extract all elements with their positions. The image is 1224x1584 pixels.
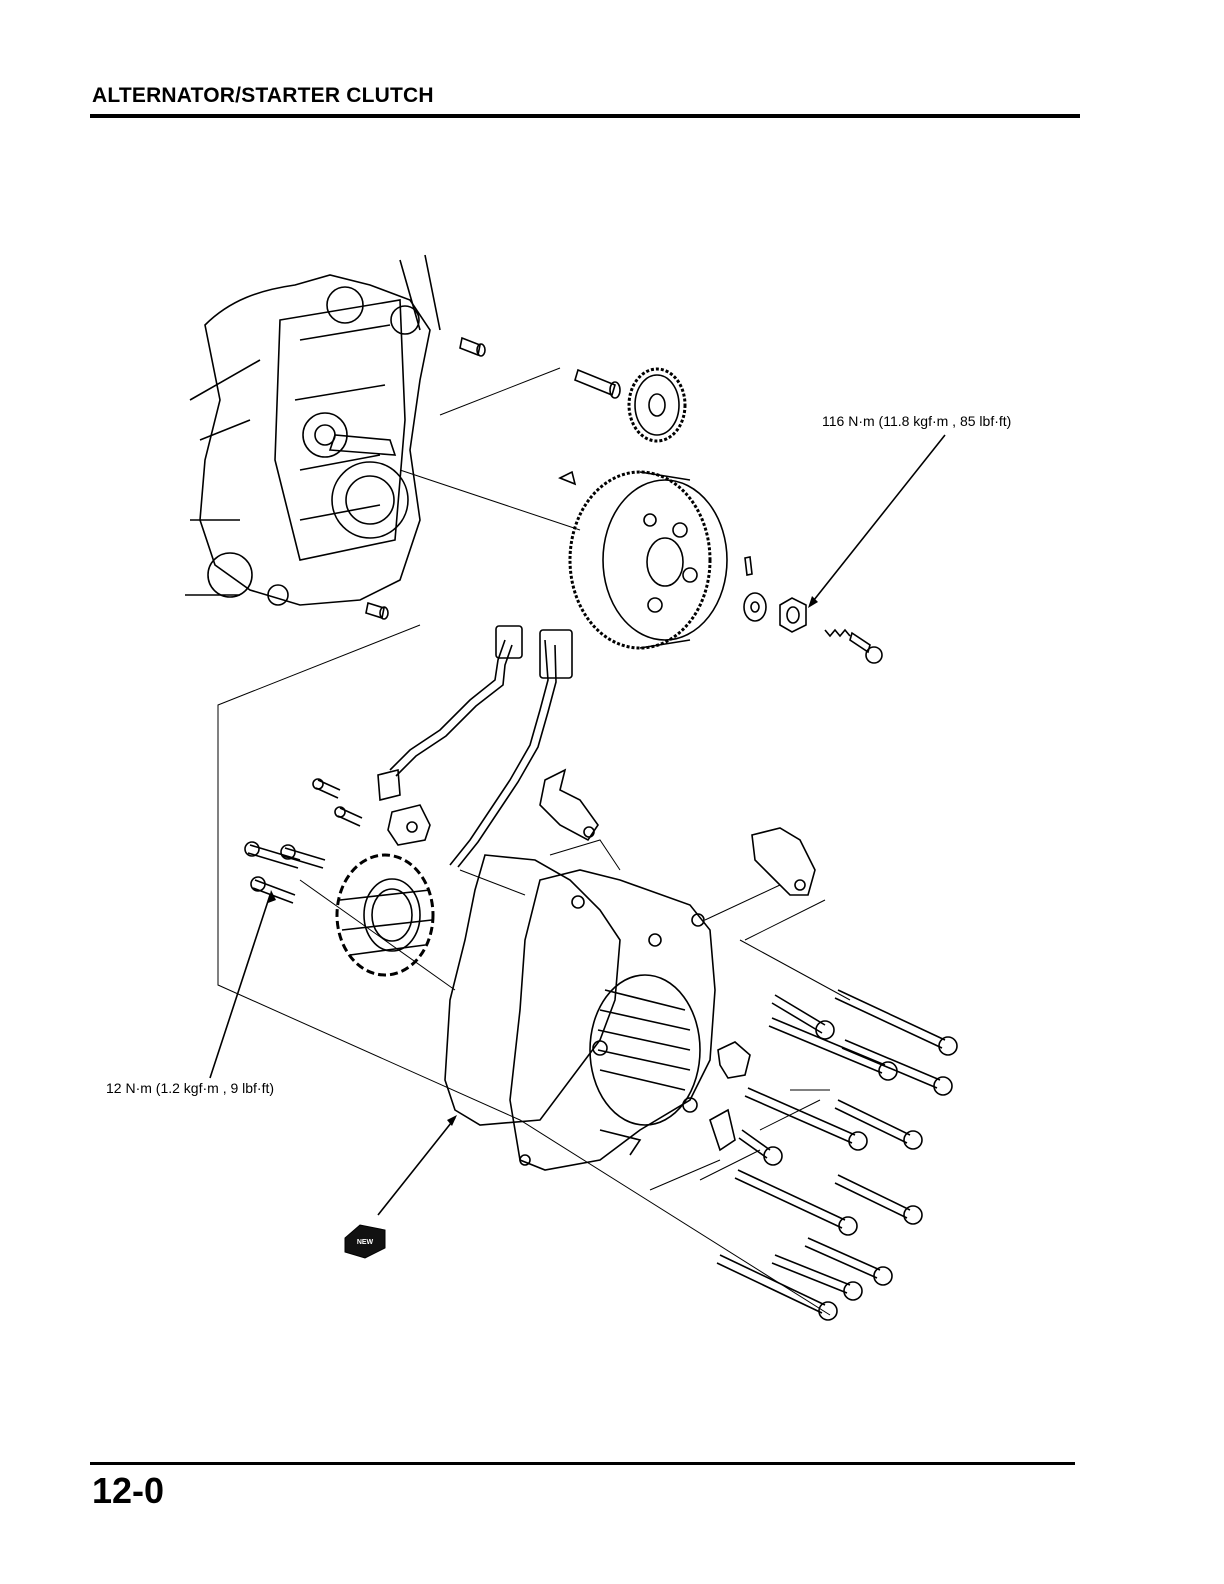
new-mark-text: NEW [357, 1239, 374, 1246]
flywheel [570, 472, 727, 648]
torque-spec-flywheel-nut: 116 N·m (11.8 kgf·m , 85 lbf·ft) [822, 413, 1011, 429]
footer-rule [90, 1462, 1075, 1465]
pulse-generator [378, 770, 430, 845]
torque-leader-stator [210, 895, 270, 1078]
torque-leader-flywheel [810, 435, 945, 605]
cover-bolts [717, 990, 957, 1320]
stator-bolts [245, 842, 325, 903]
wire-harness [390, 626, 572, 867]
gasket-arrow [447, 1115, 457, 1126]
gasket [445, 855, 620, 1125]
dowel-pin-upper [460, 338, 485, 356]
dowel-pin-lower [366, 603, 388, 619]
new-part-icon: NEW [345, 1225, 385, 1258]
reduction-gear [629, 369, 685, 441]
pin [745, 557, 752, 575]
wire-clamp-small [710, 1042, 750, 1150]
torque-spec-stator-bolts: 12 N·m (1.2 kgf·m , 9 lbf·ft) [106, 1080, 274, 1096]
wire-clamp-right [752, 828, 815, 895]
page-number: 12-0 [92, 1470, 164, 1512]
spring [825, 630, 850, 636]
flywheel-nut [780, 598, 806, 632]
wire-clamp-upper [540, 770, 598, 840]
woodruff-key [560, 472, 575, 484]
gasket-leader [378, 1118, 455, 1215]
alternator-cover [510, 870, 715, 1170]
pulse-bolts [313, 779, 362, 826]
guide-lines [218, 368, 850, 1315]
washer [744, 593, 766, 621]
plunger-bolt [850, 633, 882, 663]
crankcase [185, 255, 440, 605]
stator [337, 855, 433, 975]
starter-reduction-shaft [575, 370, 620, 398]
